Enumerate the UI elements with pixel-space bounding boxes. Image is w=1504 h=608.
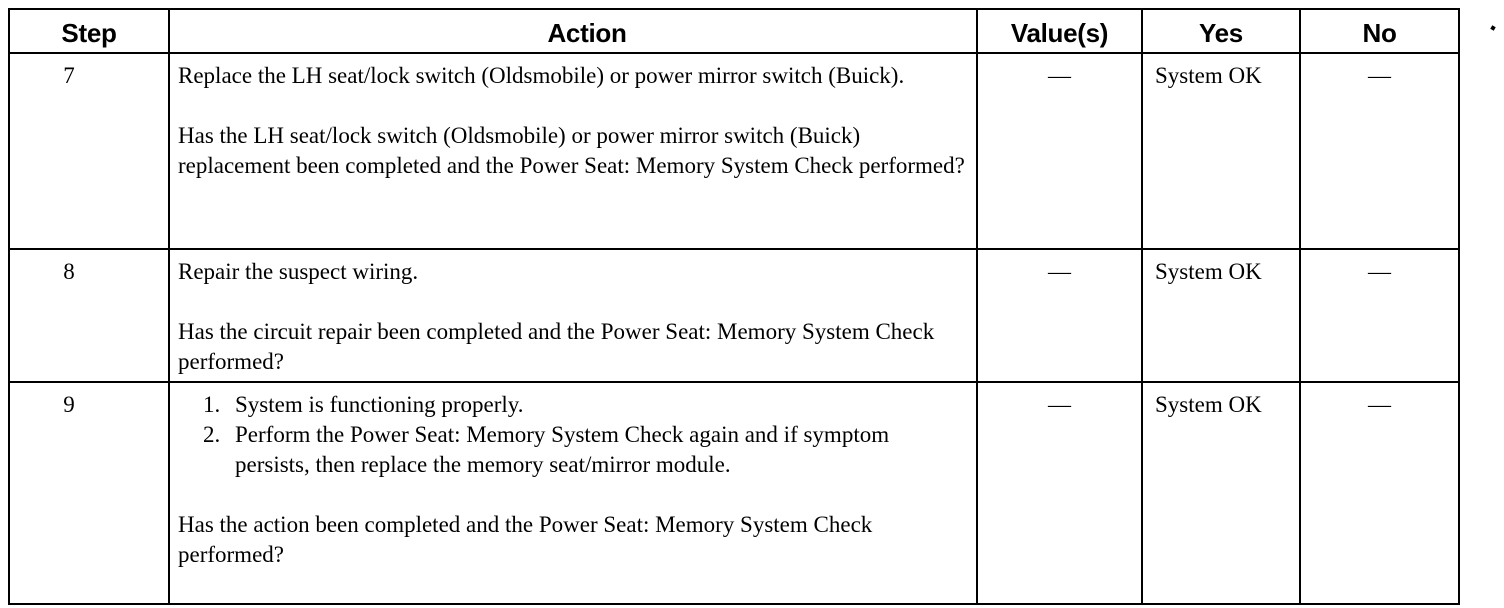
yes-cell: System OK [1141, 248, 1301, 383]
action-step-text: Perform the Power Seat: Memory System Ch… [235, 422, 890, 477]
value-cell: — [976, 248, 1143, 383]
no-cell: — [1299, 52, 1460, 250]
header-action: Action [168, 8, 978, 54]
action-cell: 1. System is functioning properly. 2. Perf… [168, 381, 978, 605]
header-yes: Yes [1141, 8, 1301, 54]
action-step-text: System is functioning properly. [235, 392, 524, 417]
action-steps-list: 1. System is functioning properly. 2. Perf… [178, 390, 968, 480]
header-step: Step [8, 8, 170, 54]
no-cell: — [1299, 381, 1460, 605]
action-instruction: Repair the suspect wiring. [178, 259, 419, 284]
value-cell: — [976, 52, 1143, 250]
action-cell: Replace the LH seat/lock switch (Oldsmob… [168, 52, 978, 250]
action-question: Has the LH seat/lock switch (Oldsmobile)… [178, 123, 965, 178]
action-cell: Repair the suspect wiring. Has the circu… [168, 248, 978, 383]
action-instruction: Replace the LH seat/lock switch (Oldsmob… [178, 63, 905, 88]
header-no: No [1299, 8, 1460, 54]
table-row: 8 Repair the suspect wiring. Has the cir… [8, 248, 1460, 383]
header-values: Value(s) [976, 8, 1143, 54]
action-step-item: 1. System is functioning properly. [203, 390, 968, 420]
action-step-number: 1. [203, 392, 221, 417]
value-cell: — [976, 381, 1143, 605]
table-header-row: Step Action Value(s) Yes No [8, 8, 1460, 54]
action-question: Has the action been completed and the Po… [178, 512, 873, 567]
step-number: 7 [8, 52, 170, 250]
yes-cell: System OK [1141, 381, 1301, 605]
diagnostic-table: Step Action Value(s) Yes No 7 Replace th… [8, 8, 1460, 605]
table-row: 9 1. System is functioning properly. 2. Pe… [8, 381, 1460, 605]
scan-mark [1490, 25, 1496, 31]
step-number: 9 [8, 381, 170, 605]
yes-cell: System OK [1141, 52, 1301, 250]
action-step-number: 2. [203, 422, 221, 447]
action-question: Has the circuit repair been completed an… [178, 319, 935, 374]
table-row: 7 Replace the LH seat/lock switch (Oldsm… [8, 52, 1460, 250]
action-step-item: 2. Perform the Power Seat: Memory System … [203, 420, 968, 480]
step-number: 8 [8, 248, 170, 383]
no-cell: — [1299, 248, 1460, 383]
